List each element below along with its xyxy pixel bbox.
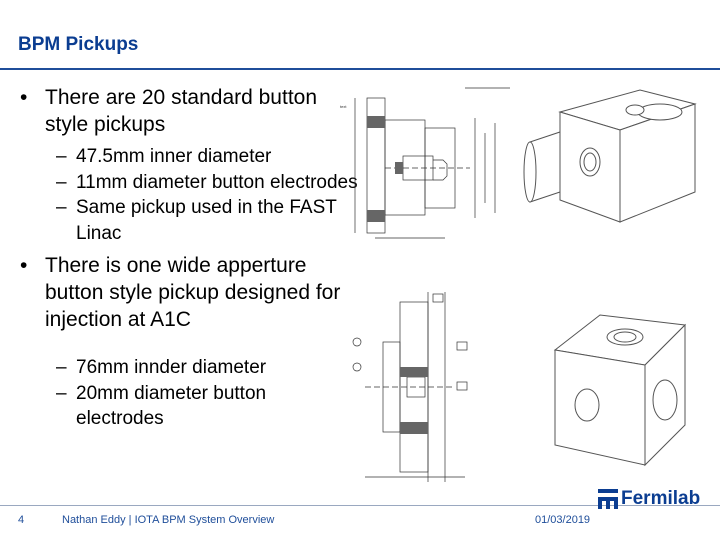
sub-bullet-item: – Same pickup used in the FAST Linac	[18, 195, 358, 246]
footer-divider	[0, 505, 720, 506]
sub-bullet-item: – 11mm diameter button electrodes	[18, 170, 358, 196]
sub-bullet-text: 20mm diameter button electrodes	[76, 382, 267, 430]
bullet-icon: •	[20, 86, 28, 109]
bullet-text: There are 20 standard button style picku…	[45, 86, 318, 136]
bullet-text: There is one wide apperture button style…	[45, 254, 341, 331]
fermilab-logo-icon	[598, 489, 618, 509]
dash-icon: –	[56, 171, 67, 193]
sub-bullet-item: – 76mm innder diameter	[18, 355, 358, 381]
standard-pickup-3d-render	[523, 89, 697, 223]
dash-icon: –	[56, 357, 67, 378]
bullet-icon: •	[20, 254, 28, 277]
footer-presentation-title: Nathan Eddy | IOTA BPM System Overview	[62, 514, 275, 526]
sub-bullet-text: 47.5mm inner diameter	[76, 146, 272, 167]
title-underline	[0, 68, 720, 70]
wide-aperture-pickup-3d-render	[553, 314, 687, 467]
fermilab-logo: Fermilab	[598, 488, 700, 510]
wide-aperture-pickup-section-drawing	[352, 292, 468, 482]
svg-text:text: text	[340, 104, 347, 109]
sub-bullet-item: – 20mm diameter button electrodes	[18, 381, 358, 432]
page-number: 4	[18, 514, 25, 526]
bullet-list: • There are 20 standard button style pic…	[18, 84, 358, 432]
dash-icon: –	[56, 197, 67, 218]
bullet-item: • There are 20 standard button style pic…	[18, 84, 358, 138]
sub-bullet-text: 76mm innder diameter	[76, 357, 267, 378]
standard-pickup-section-drawing: text	[340, 87, 510, 239]
sub-bullet-text: Same pickup used in the FAST Linac	[76, 197, 337, 244]
footer-date: 01/03/2019	[535, 514, 591, 526]
sub-bullet-text: 11mm diameter button electrodes	[76, 171, 358, 193]
logo-wordmark: Fermilab	[621, 488, 701, 509]
dash-icon: –	[56, 146, 67, 167]
bullet-item: • There is one wide apperture button sty…	[18, 252, 358, 333]
slide-title: BPM Pickups	[18, 34, 139, 55]
sub-bullet-item: – 47.5mm inner diameter	[18, 144, 358, 170]
dash-icon: –	[56, 382, 67, 404]
